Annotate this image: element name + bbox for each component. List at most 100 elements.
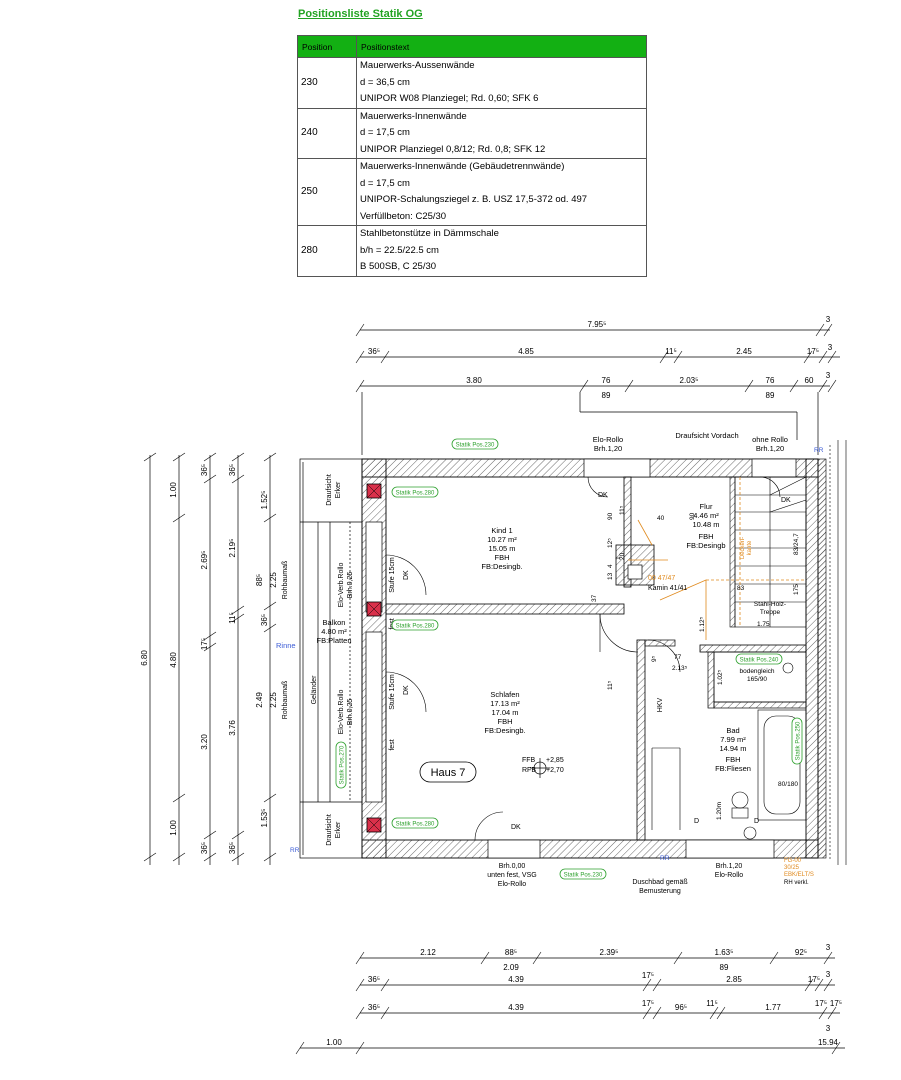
dim-label: 2.45 (736, 347, 752, 356)
dk-label: DK (598, 492, 608, 499)
small-dim: 4 (607, 564, 614, 568)
brh-label: Elo-Rollo (715, 872, 744, 879)
d-label: D (694, 818, 699, 825)
erker-label: Draufsicht (326, 814, 333, 846)
small-dim: 90 (607, 512, 614, 520)
room-heating-flur: FBH (699, 532, 714, 541)
duschbad-label: Bemusterung (639, 888, 681, 895)
draufsicht-vordach-label: Draufsicht Vordach (675, 431, 738, 440)
svg-text:Statik Pos.280: Statik Pos.280 (396, 491, 435, 497)
left-dimension-labels: 6.80 1.00 4.80 1.00 36⁵ 2.69⁵ 17⁵ 3.20 3… (140, 464, 289, 854)
kamin-label: Kamin 41/41 (648, 585, 687, 592)
rollo-label: Elo-Rollo (593, 435, 623, 444)
dim-label: 60 (805, 376, 814, 385)
dim-label: 36⁵ (200, 842, 209, 854)
dim-label: 1.53⁵ (260, 809, 269, 828)
stair-label: Stahl-Holz- (754, 601, 786, 608)
dim-label: 4.85 (518, 347, 534, 356)
text-line: UNIPOR Planziegel 0,8/12; Rd. 0,8; SFK 1… (360, 143, 546, 155)
statik-tag: Statik Pos.240 (735, 653, 783, 665)
position-number: 240 (297, 107, 357, 159)
room-area-bad: 7.99 m² (720, 735, 746, 744)
dim-label: 36⁵ (200, 464, 209, 476)
dim-label: 96⁵ (675, 1003, 687, 1012)
balcony-structure (299, 458, 363, 859)
dim-label: 3 (826, 1024, 831, 1033)
dim-label: 2.39⁵ (600, 948, 619, 957)
small-dim: 2.13⁵ (672, 665, 688, 672)
dim-label: 88⁵ (255, 574, 264, 586)
text-line: b/h = 22.5/22.5 cm (360, 244, 439, 256)
haus-label: Haus 7 (431, 767, 466, 779)
column-header-positionstext: Positionstext (356, 35, 647, 58)
dim-label: 2.12 (420, 948, 436, 957)
text-line: Mauerwerks-Innenwände (Gebäudetrennwände… (360, 161, 565, 172)
rohbaumass-label: Rohbaumaß (282, 681, 289, 720)
room-floor-bad: FB:Fliesen (715, 764, 751, 773)
stufe-label: Stufe 15cm (389, 557, 396, 593)
position-text: Mauerwerks-Innenwände (Gebäudetrennwände… (356, 158, 647, 226)
dim-label: 17⁵ (815, 999, 827, 1008)
dim-label: 88⁵ (505, 948, 517, 957)
orange-note: 30/25 (784, 865, 800, 871)
small-dim: 1.20m (716, 802, 723, 820)
svg-text:Statik Pos.230: Statik Pos.230 (456, 443, 495, 449)
position-text: Stahlbetonstütze in Dämmschale b/h = 22.… (356, 225, 647, 277)
ffb-value: +2,85 (546, 757, 564, 764)
shower-label: bodengleich (739, 668, 774, 675)
haus-marker: Haus 7 (419, 758, 550, 783)
dim-label: 2.49 (255, 692, 264, 708)
text-line: UNIPOR W08 Planziegel; Rd. 0,60; SFK 6 (360, 93, 539, 104)
dim-label: 2.25 (269, 572, 278, 588)
room-floor-schlafen: FB:Desingb. (484, 726, 525, 735)
dim-label: 4.80 (169, 652, 178, 668)
rollo-label: Elo-Verb.Rollo (338, 690, 345, 735)
text-line: d = 36,5 cm (360, 76, 410, 88)
text-line: d = 17,5 cm (360, 177, 410, 189)
dim-label: 76 (602, 376, 611, 385)
small-dim: 90 (689, 512, 696, 520)
small-dim: 40 (657, 515, 665, 522)
position-text: Mauerwerks-Innenwände d = 17,5 cm UNIPOR… (356, 107, 647, 159)
dim-label: 3 (826, 943, 831, 952)
deckenkante-label: Decken- (740, 537, 746, 559)
dim-label: 2.69⁵ (200, 551, 209, 570)
room-area-kind: 10.27 m² (487, 535, 517, 544)
small-dim: 1.75 (757, 621, 770, 628)
room-area-schlafen: 17.13 m² (490, 699, 520, 708)
small-dim: 13 (607, 572, 614, 580)
position-number: 250 (297, 158, 357, 226)
brh-label: Brh.1,20 (716, 863, 743, 870)
dim-label: 3.20 (200, 734, 209, 750)
brh-label: Brh.0,00 (499, 863, 526, 870)
dk-label: DK (403, 685, 410, 695)
room-perimeter-bad: 14.94 m (719, 744, 746, 753)
rollo-label: Brh.1,20 (756, 444, 784, 453)
dim-label: 2.09 (503, 963, 519, 972)
rr-label: RR (290, 847, 300, 854)
erker-label: Draufsicht (326, 474, 333, 506)
dim-label: 2.03⁵ (680, 376, 699, 385)
small-dim: 175 (793, 584, 800, 595)
dim-label: 17⁵ (808, 975, 820, 984)
small-dim: 37 (591, 594, 598, 602)
rollo-label: ohne Rollo (752, 435, 788, 444)
room-heating-schlafen: FBH (498, 717, 513, 726)
rinne-label: Rinne (276, 641, 296, 650)
rfb-label: RFB (522, 767, 536, 774)
room-perimeter-flur: 10.48 m (692, 520, 719, 529)
rollo-label: Elo-Verb.Rollo (338, 563, 345, 608)
dim-label: 4.39 (508, 975, 524, 984)
rr-label: RR (814, 447, 824, 454)
small-dim: 12⁵ (607, 538, 614, 548)
small-dim: 77 (674, 654, 682, 661)
dim-label: 1.00 (326, 1038, 342, 1047)
hkv-label: HKV (657, 697, 664, 712)
annotations: Draufsicht Vordach Elo-Rollo Brh.1,20 oh… (276, 431, 824, 895)
dim-label: 3 (826, 371, 831, 380)
rohbaumass-label: Rohbaumaß (282, 561, 289, 600)
dim-label: 76 (766, 376, 775, 385)
statik-tag: Statik Pos.280 (391, 817, 439, 829)
dk-label: DK (511, 824, 521, 831)
position-text: Mauerwerks-Aussenwände d = 36,5 cm UNIPO… (356, 57, 647, 109)
